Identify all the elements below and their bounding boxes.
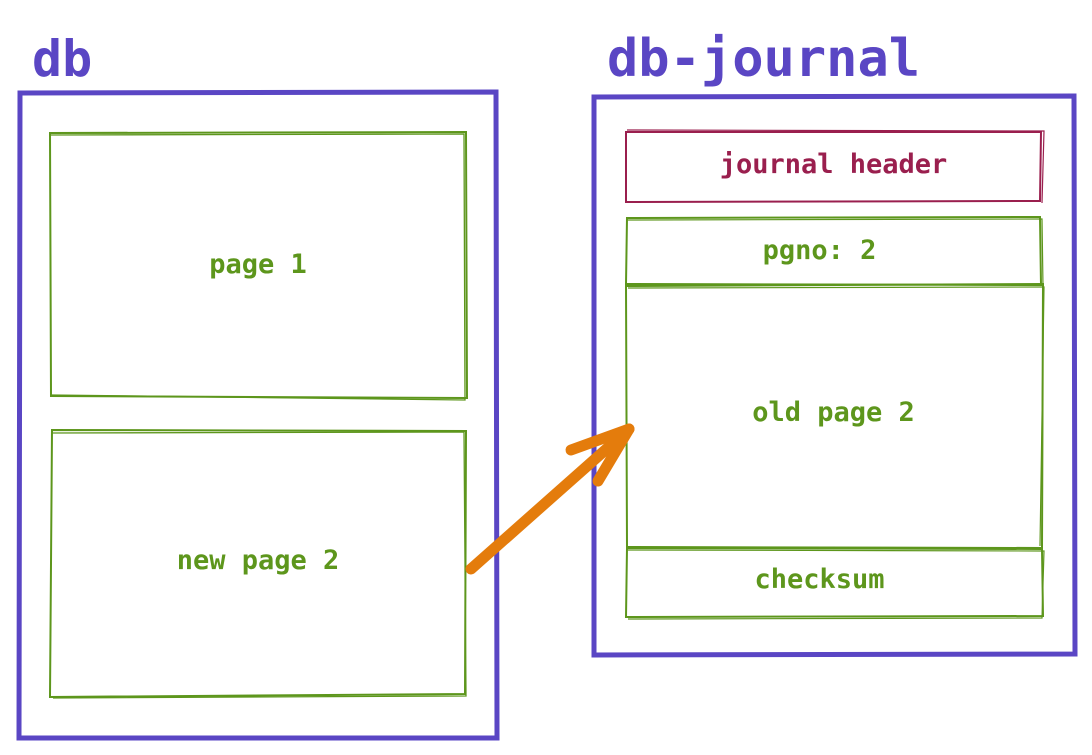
pgno-label: pgno: 2 bbox=[762, 235, 877, 266]
journal-header-label: journal header bbox=[719, 149, 948, 180]
checksum-label: checksum bbox=[754, 564, 885, 595]
db-container bbox=[16, 89, 500, 741]
db-journal-title: db-journal bbox=[607, 29, 921, 89]
db-title: db bbox=[32, 30, 93, 88]
new-page-2-label: new page 2 bbox=[176, 545, 340, 576]
checksum-box bbox=[624, 546, 1045, 620]
old-page-2-box bbox=[624, 282, 1045, 550]
journal-header-box bbox=[625, 129, 1045, 204]
copy-arrow-icon bbox=[465, 423, 635, 575]
old-page-2-label: old page 2 bbox=[752, 397, 915, 428]
page-1-box bbox=[48, 130, 469, 401]
new-page-2-box bbox=[48, 428, 468, 699]
page-1-label: page 1 bbox=[209, 249, 307, 280]
db-journal-container bbox=[591, 93, 1078, 658]
